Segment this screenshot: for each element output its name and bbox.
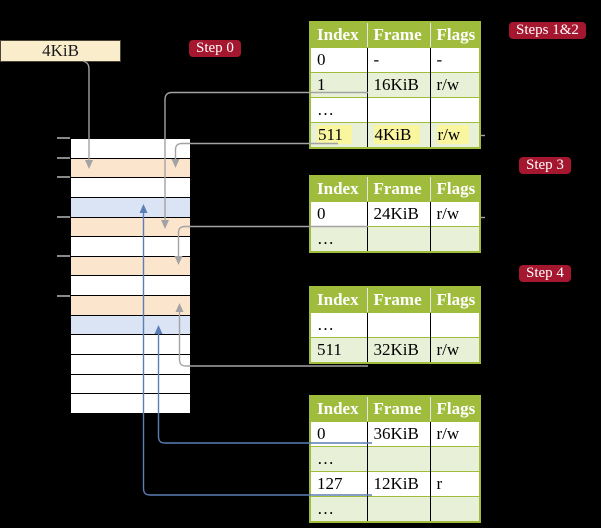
column-header: Frame <box>367 22 431 48</box>
column-header: Flags <box>430 396 480 422</box>
memory-frame-cell <box>71 276 190 297</box>
memory-frame-cell <box>71 217 190 238</box>
physical-memory-column <box>70 138 191 414</box>
table-cell: 12KiB <box>367 471 431 497</box>
ruler-tick <box>57 215 70 218</box>
highlight: r/w <box>436 125 470 144</box>
table-row: … <box>310 496 480 522</box>
table-cell: r/w <box>430 201 480 227</box>
table-cell: … <box>310 312 368 338</box>
table-cell: 16KiB <box>367 72 431 98</box>
column-header: Flags <box>430 22 480 48</box>
ruler-tick <box>57 137 70 139</box>
table-cell <box>430 226 480 252</box>
table-cell: 36KiB <box>367 421 431 447</box>
table-cell: 0 <box>310 201 368 227</box>
table-cell: … <box>310 97 368 123</box>
table-cell: 511 <box>310 337 368 363</box>
table-cell: r/w <box>430 122 480 148</box>
column-header: Index <box>310 396 368 422</box>
table-cell <box>367 446 431 472</box>
memory-frame-cell <box>71 394 190 413</box>
table-row: … <box>310 226 480 252</box>
memory-frame-cell <box>71 158 190 179</box>
steps-1-2-badge: Steps 1&2 <box>509 22 586 39</box>
ruler-tick <box>57 156 70 159</box>
table-cell: … <box>310 496 368 522</box>
table-cell: - <box>367 47 431 73</box>
table-cell <box>430 97 480 123</box>
column-header: Index <box>310 176 368 202</box>
table-row: … <box>310 446 480 472</box>
memory-frame-cell <box>71 256 190 277</box>
table-cell: 24KiB <box>367 201 431 227</box>
table-cell: 1 <box>310 72 368 98</box>
ruler-tick <box>57 176 70 179</box>
table-cell <box>430 446 480 472</box>
ruler-tick <box>57 294 70 297</box>
table-cell <box>367 496 431 522</box>
table-cell: 4KiB <box>367 122 431 148</box>
memory-frame-cell <box>71 355 190 375</box>
table-cell <box>367 226 431 252</box>
memory-frame-cell <box>71 315 190 336</box>
table-cell: … <box>310 226 368 252</box>
table-cell: 0 <box>310 421 368 447</box>
table-cell: r/w <box>430 337 480 363</box>
table-cell: … <box>310 446 368 472</box>
memory-frame-cell <box>71 197 190 218</box>
column-header: Frame <box>367 176 431 202</box>
column-header: Frame <box>367 396 431 422</box>
table-row: 511 4KiB r/w <box>310 122 480 148</box>
table-row: … <box>310 312 480 338</box>
table-cell: 0 <box>310 47 368 73</box>
ruler-tick <box>57 255 70 258</box>
table-cell <box>430 496 480 522</box>
table-cell <box>430 312 480 338</box>
column-header: Frame <box>367 287 431 313</box>
memory-frame-cell <box>71 335 190 356</box>
table-row: … <box>310 97 480 123</box>
table-cell <box>367 97 431 123</box>
table-cell <box>367 312 431 338</box>
memory-frame-cell <box>71 139 190 159</box>
highlight: 511 <box>317 125 352 144</box>
column-header: Flags <box>430 287 480 313</box>
table-cell: 127 <box>310 471 368 497</box>
table-cell: - <box>430 47 480 73</box>
table-cell: r <box>430 471 480 497</box>
memory-frame-cell <box>71 374 190 395</box>
step-4-badge: Step 4 <box>519 265 571 282</box>
column-header: Index <box>310 22 368 48</box>
table-cell: r/w <box>430 421 480 447</box>
column-header: Flags <box>430 176 480 202</box>
step-0-badge: Step 0 <box>189 40 241 57</box>
memory-frame-cell <box>71 178 190 198</box>
highlight: 4KiB <box>373 125 421 144</box>
memory-frame-cell <box>71 237 190 257</box>
column-header: Index <box>310 287 368 313</box>
table-cell: 32KiB <box>367 337 431 363</box>
table-cell: r/w <box>430 72 480 98</box>
frame-size-label: 4KiB <box>0 40 121 62</box>
table-cell: 511 <box>310 122 368 148</box>
memory-frame-cell <box>71 296 190 316</box>
table-row: 0-- <box>310 47 480 73</box>
step-3-badge: Step 3 <box>519 157 571 174</box>
